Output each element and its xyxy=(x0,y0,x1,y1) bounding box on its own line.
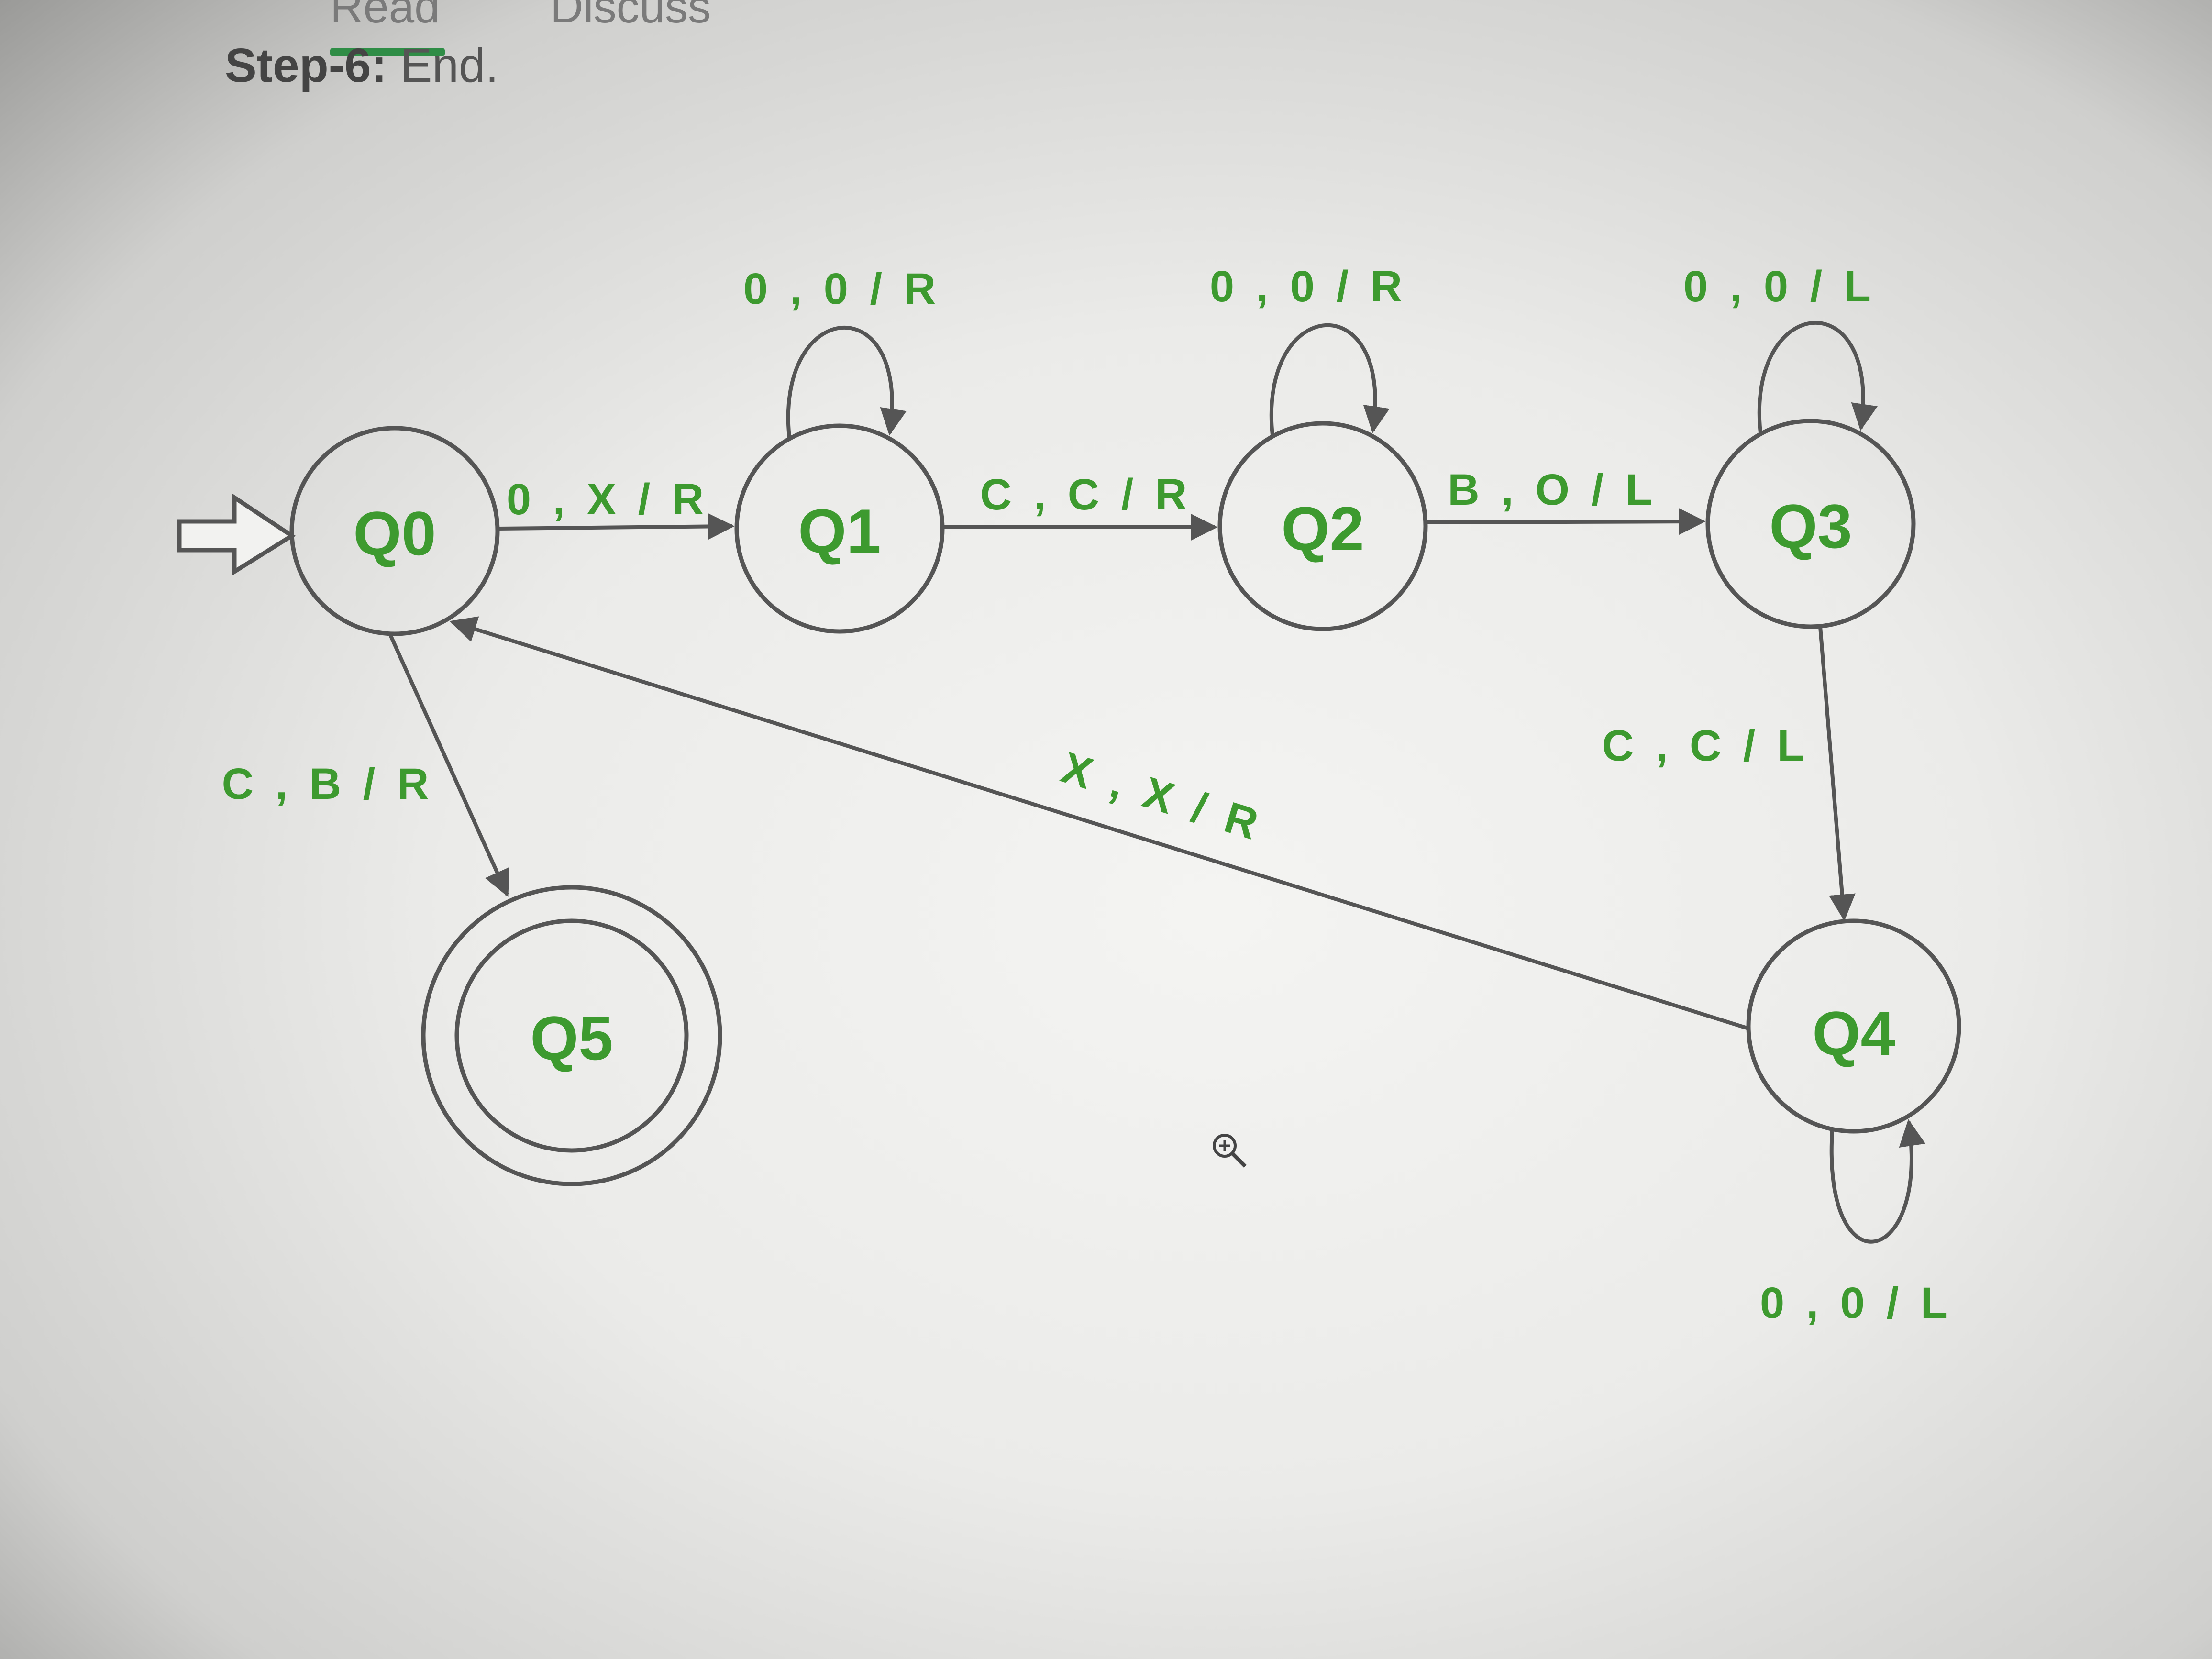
edge-q2-q3-label: B , O / L xyxy=(1448,465,1657,514)
tab-discuss[interactable]: Discuss xyxy=(550,0,711,33)
state-q0: Q0 xyxy=(289,426,500,636)
state-q2-label: Q2 xyxy=(1281,494,1364,564)
step-text: End. xyxy=(387,39,499,92)
loop-q2 xyxy=(1270,323,1390,436)
loop-q1 xyxy=(786,326,907,438)
edge-q0-q5 xyxy=(388,633,509,897)
edge-q4-q0 xyxy=(449,616,1749,1030)
state-q5-label: Q5 xyxy=(530,1003,613,1073)
loop-q4-label: 0 , 0 / L xyxy=(1760,1279,1952,1327)
edge-q0-q1 xyxy=(497,513,735,540)
loop-q3 xyxy=(1758,321,1878,433)
state-q5: Q5 xyxy=(421,885,722,1186)
edge-q0-q1-label: 0 , X / R xyxy=(507,475,708,524)
edge-q2-q3 xyxy=(1425,508,1706,535)
top-nav: Read Discuss xyxy=(0,0,2212,56)
state-q4-label: Q4 xyxy=(1812,998,1895,1068)
edge-q4-q0-label: X , X / R xyxy=(1056,743,1268,850)
edge-q3-q4 xyxy=(1818,626,1856,921)
edge-q1-q2-label: C , C / R xyxy=(980,470,1192,519)
loop-q1-label: 0 , 0 / R xyxy=(743,265,940,313)
state-q3-label: Q3 xyxy=(1769,491,1852,561)
loop-q2-label: 0 , 0 / R xyxy=(1210,262,1407,311)
state-q1-label: Q1 xyxy=(798,496,881,566)
zoom-in-icon xyxy=(1213,1134,1247,1168)
start-arrow-icon xyxy=(177,493,296,576)
state-q3: Q3 xyxy=(1705,419,1916,629)
active-tab-indicator xyxy=(330,48,445,56)
step-prefix: Step-6: xyxy=(225,39,387,92)
state-q4: Q4 xyxy=(1746,918,1961,1134)
loop-q3-label: 0 , 0 / L xyxy=(1683,262,1876,311)
edge-q3-q4-label: C , C / L xyxy=(1602,721,1809,770)
loop-q4 xyxy=(1829,1119,1926,1244)
edge-q0-q5-label: C , B / R xyxy=(222,760,434,808)
tab-read[interactable]: Read xyxy=(330,0,440,33)
state-q0-label: Q0 xyxy=(353,498,436,568)
state-q1: Q1 xyxy=(734,423,945,634)
step-heading: Step-6: End. xyxy=(225,38,498,93)
state-q2: Q2 xyxy=(1217,421,1428,631)
